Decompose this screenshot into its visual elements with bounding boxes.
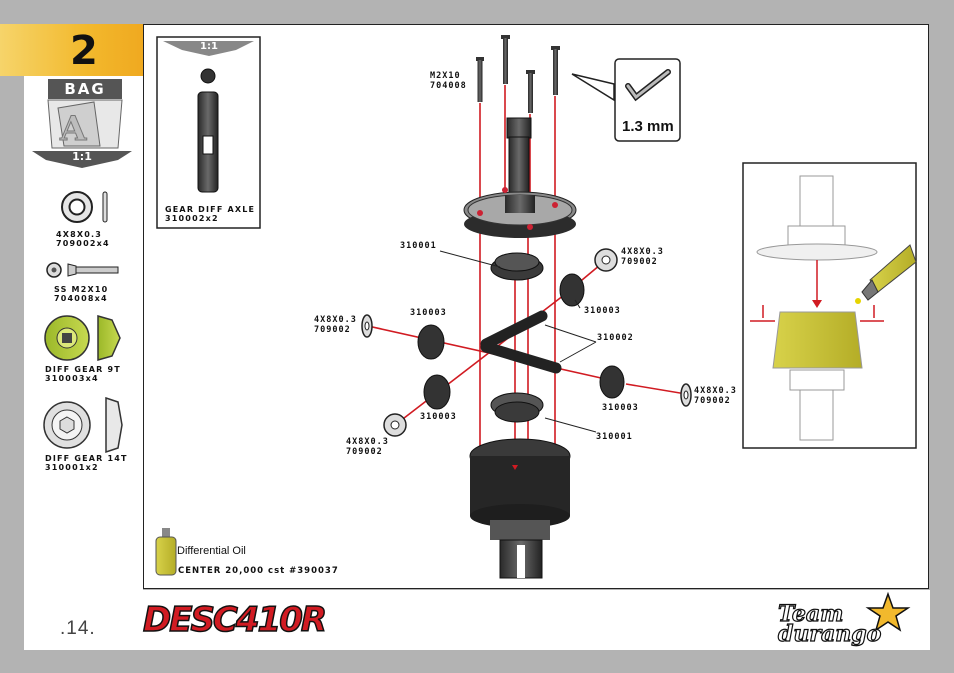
- oil-bottle-icon: [155, 528, 177, 576]
- step-number-box: [0, 24, 143, 76]
- bag-letter: A: [59, 109, 87, 149]
- part-2-size: SS M2X10: [54, 285, 109, 294]
- model-logo: DESC410R: [142, 599, 328, 641]
- washer-icon: [61, 191, 108, 223]
- axle-box: [156, 36, 261, 229]
- diff-gear-9t-icon: [44, 315, 121, 361]
- part-3-code: 310003x4: [45, 374, 99, 383]
- oil-label: Differential Oil: [177, 545, 246, 557]
- part-3-size: DIFF GEAR 9T: [45, 365, 121, 374]
- bag-scale: 1:1: [72, 150, 92, 163]
- part-4-size: DIFF GEAR 14T: [45, 454, 128, 463]
- callout-washer-l-code: 709002: [314, 325, 351, 335]
- bag-label: BAG: [64, 80, 106, 98]
- brand-star-icon: [865, 591, 911, 632]
- axle-scale: 1:1: [200, 41, 218, 52]
- callout-gear14-top: 310001: [400, 241, 437, 251]
- callout-screw-code: 704008: [430, 81, 467, 91]
- part-1-code: 709002x4: [56, 239, 110, 248]
- axle-name: GEAR DIFF AXLE: [165, 205, 256, 214]
- callout-washer-bl-size: 4X8X0.3: [346, 437, 389, 447]
- callout-gear14-bottom: 310001: [596, 432, 633, 442]
- screw-icon: [46, 262, 119, 278]
- callout-washer-tr-code: 709002: [621, 257, 658, 267]
- footer-bar: [24, 590, 930, 650]
- hex-key-callout: [571, 58, 681, 142]
- oil-spec: CENTER 20,000 cst #390037: [178, 566, 339, 576]
- callout-gear9-left-top: 310003: [410, 308, 447, 318]
- exploded-washers: [361, 248, 692, 437]
- callout-gear9-left-bottom: 310003: [420, 412, 457, 422]
- diff-case: [469, 438, 571, 579]
- callout-washer-r-size: 4X8X0.3: [694, 386, 737, 396]
- screws-top: [476, 35, 560, 113]
- callout-washer-r-code: 709002: [694, 396, 731, 406]
- leader-lines: [439, 250, 597, 433]
- part-1-size: 4X8X0.3: [56, 230, 103, 239]
- page-number: .14.: [60, 618, 96, 639]
- diff-cover-flange: [463, 117, 577, 238]
- hex-key-size: 1.3 mm: [622, 118, 674, 135]
- callout-gear9-right-top: 310003: [584, 306, 621, 316]
- bag-badge: A: [32, 79, 132, 168]
- part-4-code: 310001x2: [45, 463, 99, 472]
- callout-washer-bl-code: 709002: [346, 447, 383, 457]
- callout-washer-l-size: 4X8X0.3: [314, 315, 357, 325]
- callout-washer-tr-size: 4X8X0.3: [621, 247, 664, 257]
- axle-code: 310002x2: [165, 214, 219, 223]
- diff-gear-14t-icon: [43, 396, 123, 454]
- part-2-code: 704008x4: [54, 294, 108, 303]
- callout-axle: 310002: [597, 333, 634, 343]
- oil-fill-inset: [742, 162, 917, 449]
- parts-column: [24, 76, 143, 650]
- exploded-gears: [417, 252, 625, 423]
- callout-screw-size: M2X10: [430, 71, 461, 81]
- callout-gear9-right-bottom: 310003: [602, 403, 639, 413]
- brand-logo: Team durango: [777, 601, 882, 647]
- step-number: 2: [70, 28, 98, 74]
